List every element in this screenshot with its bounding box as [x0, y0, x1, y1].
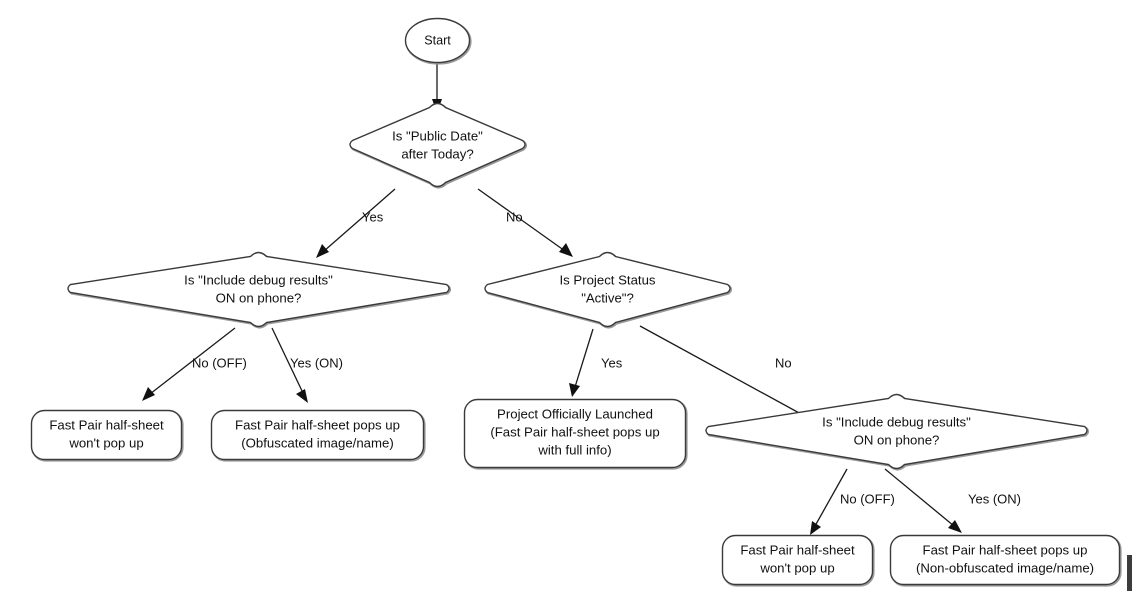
edge-label-debug-left-on: Yes (ON)	[290, 355, 343, 370]
node-decision-debug-left-line1: Is "Include debug results"	[184, 272, 333, 287]
edge-artifact-mark	[1127, 555, 1132, 591]
edge-public-date-yes	[316, 188, 396, 258]
edge-project-status-yes	[569, 328, 594, 397]
node-terminal-right-off-line1: Fast Pair half-sheet	[740, 542, 855, 557]
edge-debug-right-on	[884, 468, 962, 533]
node-terminal-right-off[interactable]: Fast Pair half-sheet won't pop up	[721, 534, 875, 587]
edge-label-public-date-yes: Yes	[362, 209, 384, 224]
node-terminal-right-off-line2: won't pop up	[759, 560, 834, 575]
node-terminal-right-on-line2: (Non-obfuscated image/name)	[916, 560, 1094, 575]
node-decision-public-date-line2: after Today?	[401, 146, 473, 161]
edge-label-project-status-no: No	[775, 355, 792, 370]
node-start[interactable]: Start	[404, 17, 472, 65]
node-terminal-left-on-line2: (Obfuscated image/name)	[241, 435, 393, 450]
node-terminal-launched[interactable]: Project Officially Launched (Fast Pair h…	[463, 398, 688, 470]
node-decision-project-status-line2: "Active"?	[581, 290, 634, 305]
node-terminal-launched-line2: (Fast Pair half-sheet pops up	[490, 424, 659, 439]
edge-label-debug-right-on: Yes (ON)	[968, 491, 1021, 506]
edge-label-project-status-yes: Yes	[601, 355, 623, 370]
node-decision-public-date[interactable]: Is "Public Date" after Today?	[349, 102, 528, 189]
node-decision-public-date-line1: Is "Public Date"	[392, 128, 483, 143]
edge-debug-right-off	[810, 468, 848, 535]
node-decision-debug-left[interactable]: Is "Include debug results" ON on phone?	[67, 251, 452, 329]
node-terminal-launched-line1: Project Officially Launched	[497, 406, 653, 421]
edge-public-date-no	[477, 188, 573, 257]
node-terminal-launched-line3: with full info)	[537, 442, 611, 457]
node-terminal-left-off-line2: won't pop up	[68, 435, 143, 450]
node-terminal-left-on-line1: Fast Pair half-sheet pops up	[235, 417, 400, 432]
node-terminal-left-on[interactable]: Fast Pair half-sheet pops up (Obfuscated…	[210, 409, 426, 462]
node-decision-project-status[interactable]: Is Project Status "Active"?	[484, 251, 733, 329]
node-decision-debug-right-line2: ON on phone?	[854, 432, 940, 447]
node-terminal-right-on-line1: Fast Pair half-sheet pops up	[923, 542, 1088, 557]
node-terminal-left-off-line1: Fast Pair half-sheet	[49, 417, 164, 432]
edge-label-public-date-no: No	[506, 209, 523, 224]
node-decision-debug-right-line1: Is "Include debug results"	[822, 414, 971, 429]
node-decision-debug-left-line2: ON on phone?	[216, 290, 302, 305]
node-decision-debug-right[interactable]: Is "Include debug results" ON on phone?	[705, 393, 1090, 471]
node-terminal-right-on[interactable]: Fast Pair half-sheet pops up (Non-obfusc…	[889, 534, 1122, 587]
edge-label-debug-left-off: No (OFF)	[192, 355, 247, 370]
edge-label-debug-right-off: No (OFF)	[840, 491, 895, 506]
edge-debug-left-on	[271, 327, 308, 403]
node-terminal-left-off[interactable]: Fast Pair half-sheet won't pop up	[30, 409, 184, 462]
node-start-label: Start	[424, 33, 451, 47]
node-decision-project-status-line1: Is Project Status	[559, 272, 655, 287]
edge-debug-left-off	[142, 327, 236, 401]
